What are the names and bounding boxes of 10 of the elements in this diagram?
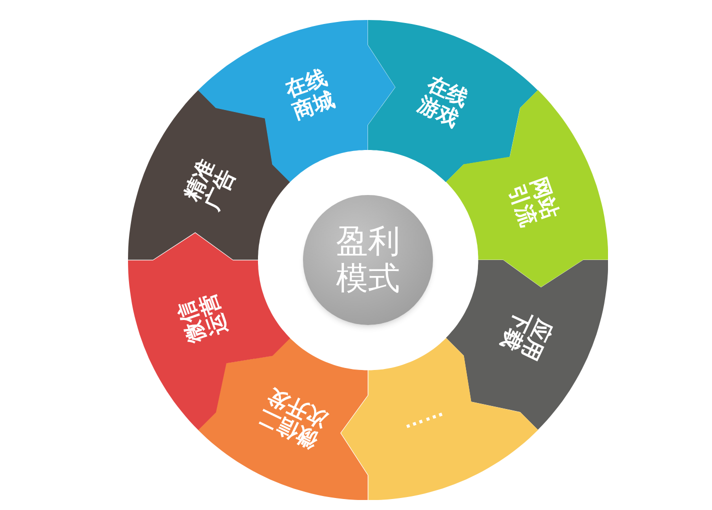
center-label: 盈利模式 (335, 223, 401, 297)
segment-label: 微信运营 (174, 290, 232, 347)
segment-label: 应用下载 (496, 305, 556, 366)
segment-label: 在线游戏 (413, 72, 474, 132)
ring-segment (446, 260, 608, 430)
segment-label: 精准广告 (180, 154, 240, 214)
segment-label: 微信二次开发 (253, 383, 332, 453)
segment-label: 网站引流 (504, 173, 562, 230)
segment-label: 在线商城 (281, 66, 338, 124)
segment-label: …… (402, 406, 452, 445)
